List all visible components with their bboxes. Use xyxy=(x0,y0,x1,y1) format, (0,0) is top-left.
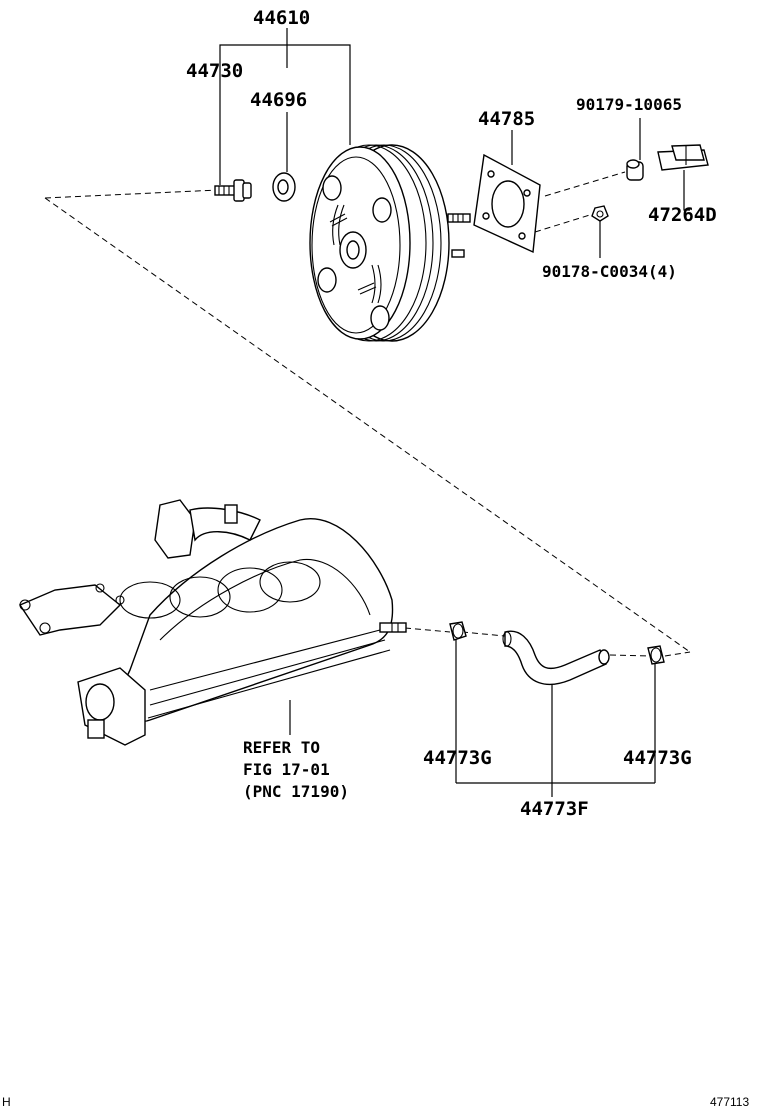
brake-booster-44610 xyxy=(309,144,471,342)
diagram-id: 477113 xyxy=(710,1095,749,1109)
clip-44773g-left xyxy=(449,621,467,641)
phantom-lines xyxy=(44,171,691,657)
footer: H 477113 xyxy=(2,1095,749,1109)
vacuum-hose-44773f xyxy=(502,630,610,685)
intake-manifold xyxy=(18,499,407,746)
clevis-47264d xyxy=(657,144,709,171)
label-47264d: 47264D xyxy=(648,204,717,226)
refer-to-line2: FIG 17-01 xyxy=(243,760,330,779)
part-labels: 44610 44730 44696 44785 90179-10065 4726… xyxy=(186,7,717,820)
label-44610: 44610 xyxy=(253,7,310,29)
nut-90178-c0034 xyxy=(591,205,609,222)
label-90179-10065: 90179-10065 xyxy=(576,95,682,114)
nut-90179-10065 xyxy=(626,159,644,181)
gasket-44785 xyxy=(473,153,541,254)
label-44785: 44785 xyxy=(478,108,535,130)
refer-to-line1: REFER TO xyxy=(243,738,320,757)
label-44696: 44696 xyxy=(250,89,307,111)
refer-to-line3: (PNC 17190) xyxy=(243,782,349,801)
label-44773f: 44773F xyxy=(520,798,589,820)
label-90178-c0034: 90178-C0034(4) xyxy=(542,262,677,281)
leader-lines xyxy=(219,28,690,797)
label-44773g-right: 44773G xyxy=(623,747,692,769)
clip-44773g-right xyxy=(647,645,665,665)
footer-left-mark: H xyxy=(2,1095,11,1109)
label-44730: 44730 xyxy=(186,60,243,82)
check-valve-44730 xyxy=(214,179,252,202)
grommet-44696 xyxy=(272,172,296,202)
label-44773g-left: 44773G xyxy=(423,747,492,769)
